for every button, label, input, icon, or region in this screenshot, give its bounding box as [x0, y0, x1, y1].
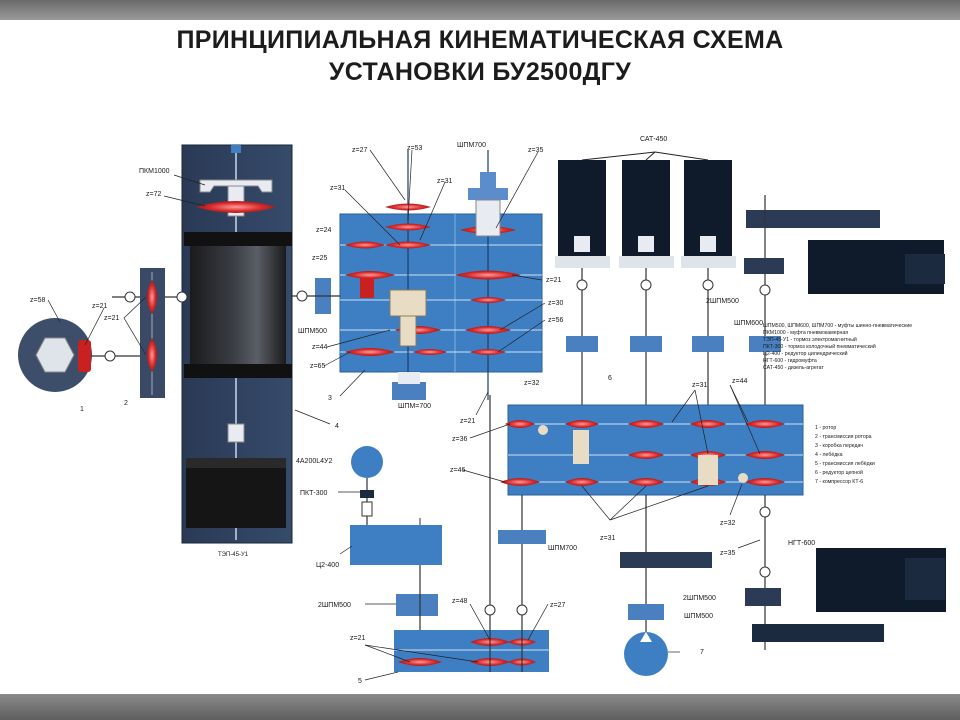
abbrev-legend-line: САТ-450 - дизель-агрегат [763, 365, 824, 371]
label-ngt600: НГТ-600 [788, 540, 815, 547]
label-z32-b: z=32 [720, 520, 735, 527]
label-2shpm500-c: 2ШПМ500 [683, 595, 716, 602]
top-bar [0, 0, 960, 20]
label-pkm1000: ПКМ1000 [139, 168, 170, 175]
label-shpm700-mid: ШПМ=700 [398, 403, 431, 410]
label-shpm700-top: ШПМ700 [457, 142, 486, 149]
label-2shpm500: 2ШПМ500 [318, 602, 351, 609]
label-motor: 4А200L4У2 [296, 458, 332, 465]
label-z27-b: z=27 [550, 602, 565, 609]
label-z21-b: z=21 [104, 315, 119, 322]
component-legend-line: 4 - лебёдка [815, 452, 843, 458]
label-shpm700-low: ШПМ700 [548, 545, 577, 552]
label-z53: z=53 [407, 145, 422, 152]
component-legend-line: 5 - трансмиссия лебёдки [815, 461, 875, 467]
label-z35-b: z=35 [720, 550, 735, 557]
abbrev-legend-line: ТЭП-45-У1 - тормоз электромагнитный [763, 336, 857, 343]
label-2shpm500-b: 2ШПМ500 [706, 298, 739, 305]
label-z72: z=72 [146, 191, 161, 198]
label-shpm500: ШПМ500 [298, 328, 327, 335]
bottom-bar [0, 694, 960, 720]
label-z65: z=65 [310, 363, 325, 370]
label-component-3: 3 [328, 395, 332, 402]
label-z31-c: z=31 [692, 382, 707, 389]
label-z46: z=46 [450, 467, 465, 474]
component-legend-line: 7 - компрессор КТ-6 [815, 479, 863, 485]
abbrev-legend-line: ПКМ1000 - муфта пневмокамерная [763, 330, 848, 336]
label-z58: z=58 [30, 297, 45, 304]
winch-frame [181, 144, 293, 544]
component-legend-line: 6 - редуктор цепной [815, 469, 863, 476]
abbrev-legend-line: ПКТ-300 - тормоз колодочный пневматическ… [763, 343, 876, 350]
label-shpm500-c: ШПМ500 [684, 613, 713, 620]
winch-transmission-drive [350, 395, 549, 672]
diesel-engines [555, 151, 736, 410]
abbrev-legend-line: НГТ-600 - гидромуфта [763, 358, 817, 364]
label-z48: z=48 [452, 598, 467, 605]
text-labels: ПКМ1000 z=72 z=58 z=21 z=21 1 2 z=27 z=5… [30, 136, 815, 685]
label-z21-a: z=21 [92, 303, 107, 310]
component-legend-line: 2 - трансмиссия ротора [815, 434, 872, 440]
abbrev-legend-line: ШПМ500, ШПМ600, ШПМ700 - муфты шинно-пне… [763, 323, 912, 329]
label-z44-a: z=44 [312, 344, 327, 351]
leader-lines [47, 149, 761, 681]
label-z31-a: z=31 [437, 178, 452, 185]
label-component-5: 5 [358, 678, 362, 685]
label-z21-d: z=21 [460, 418, 475, 425]
gearbox [339, 150, 543, 400]
component-legend: 1 - ротор 2 - трансмиссия ротора 3 - кор… [815, 425, 875, 485]
label-z30: z=30 [548, 300, 563, 307]
title-line-2: УСТАНОВКИ БУ2500ДГУ [328, 58, 632, 86]
clutch-shpm500 [292, 278, 340, 314]
abbreviation-legend: ШПМ500, ШПМ600, ШПМ700 - муфты шинно-пне… [763, 323, 912, 371]
label-z31-d: z=31 [600, 535, 615, 542]
compressor-drive [620, 495, 946, 676]
page-title: ПРИНЦИПИАЛЬНАЯ КИНЕМАТИЧЕСКАЯ СХЕМА УСТА… [0, 24, 960, 88]
rotor [18, 318, 142, 392]
label-component-6: 6 [608, 375, 612, 382]
label-z21-e: z=21 [350, 635, 365, 642]
label-z56: z=56 [548, 317, 563, 324]
label-component-2: 2 [124, 400, 128, 407]
label-z24: z=24 [316, 227, 331, 234]
label-component-4: 4 [335, 423, 339, 430]
label-z25: z=25 [312, 255, 327, 262]
label-shpm600: ШПМ600 [734, 320, 763, 327]
label-z21-c: z=21 [546, 277, 561, 284]
rotor-transmission [112, 268, 190, 398]
label-tep: ТЭП-45-У1 [218, 552, 249, 558]
chain-reducer [500, 404, 804, 496]
label-z32-a: z=32 [524, 380, 539, 387]
label-pkt300: ПКТ-300 [300, 490, 328, 497]
label-z31-b: z=31 [330, 185, 345, 192]
label-z44-b: z=44 [732, 378, 747, 385]
label-component-7: 7 [700, 649, 704, 656]
right-upper-drive [744, 195, 945, 410]
label-z36: z=36 [452, 436, 467, 443]
component-legend-line: 1 - ротор [815, 425, 836, 431]
label-z35-a: z=35 [528, 147, 543, 154]
label-sat450: САТ-450 [640, 136, 667, 143]
label-z27-a: z=27 [352, 147, 367, 154]
abbrev-legend-line: Ц2-400 - редуктор цилиндрический [763, 350, 848, 357]
title-line-1: ПРИНЦИПИАЛЬНАЯ КИНЕМАТИЧЕСКАЯ СХЕМА [176, 26, 784, 54]
label-c2-400: Ц2-400 [316, 562, 339, 569]
component-legend-line: 3 - коробка передач [815, 443, 863, 449]
label-component-1: 1 [80, 406, 84, 413]
